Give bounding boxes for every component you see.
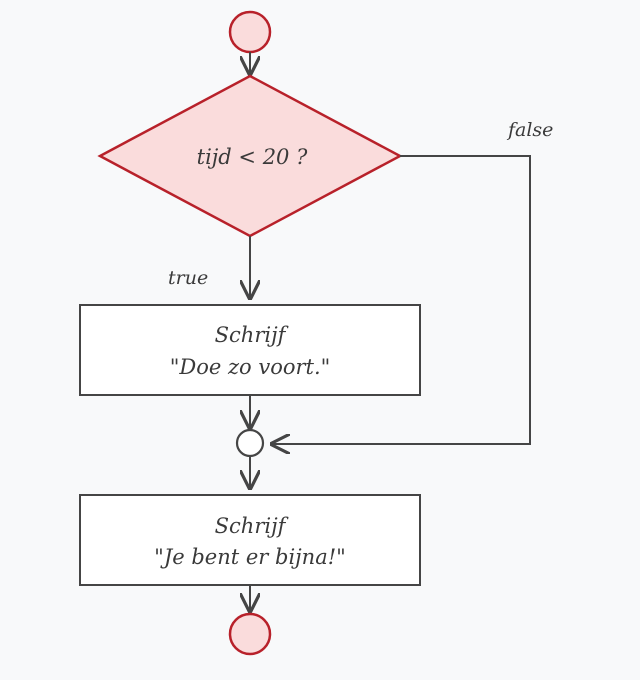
action-1-line1: Schrijf bbox=[215, 323, 289, 347]
false-label: false bbox=[506, 119, 553, 141]
action-box-1 bbox=[79, 304, 421, 396]
end-node bbox=[228, 612, 272, 656]
action-2-line2: "Je bent er bijna!" bbox=[154, 545, 346, 569]
true-label: true bbox=[168, 267, 208, 289]
action-2-line1: Schrijf bbox=[215, 514, 289, 538]
action-box-2 bbox=[79, 494, 421, 586]
action-1-line2: "Doe zo voort." bbox=[170, 355, 331, 379]
merge-node bbox=[235, 428, 265, 458]
decision-condition: tijd < 20 ? bbox=[197, 145, 308, 169]
start-node bbox=[228, 10, 272, 54]
connector-false-branch bbox=[272, 155, 531, 444]
